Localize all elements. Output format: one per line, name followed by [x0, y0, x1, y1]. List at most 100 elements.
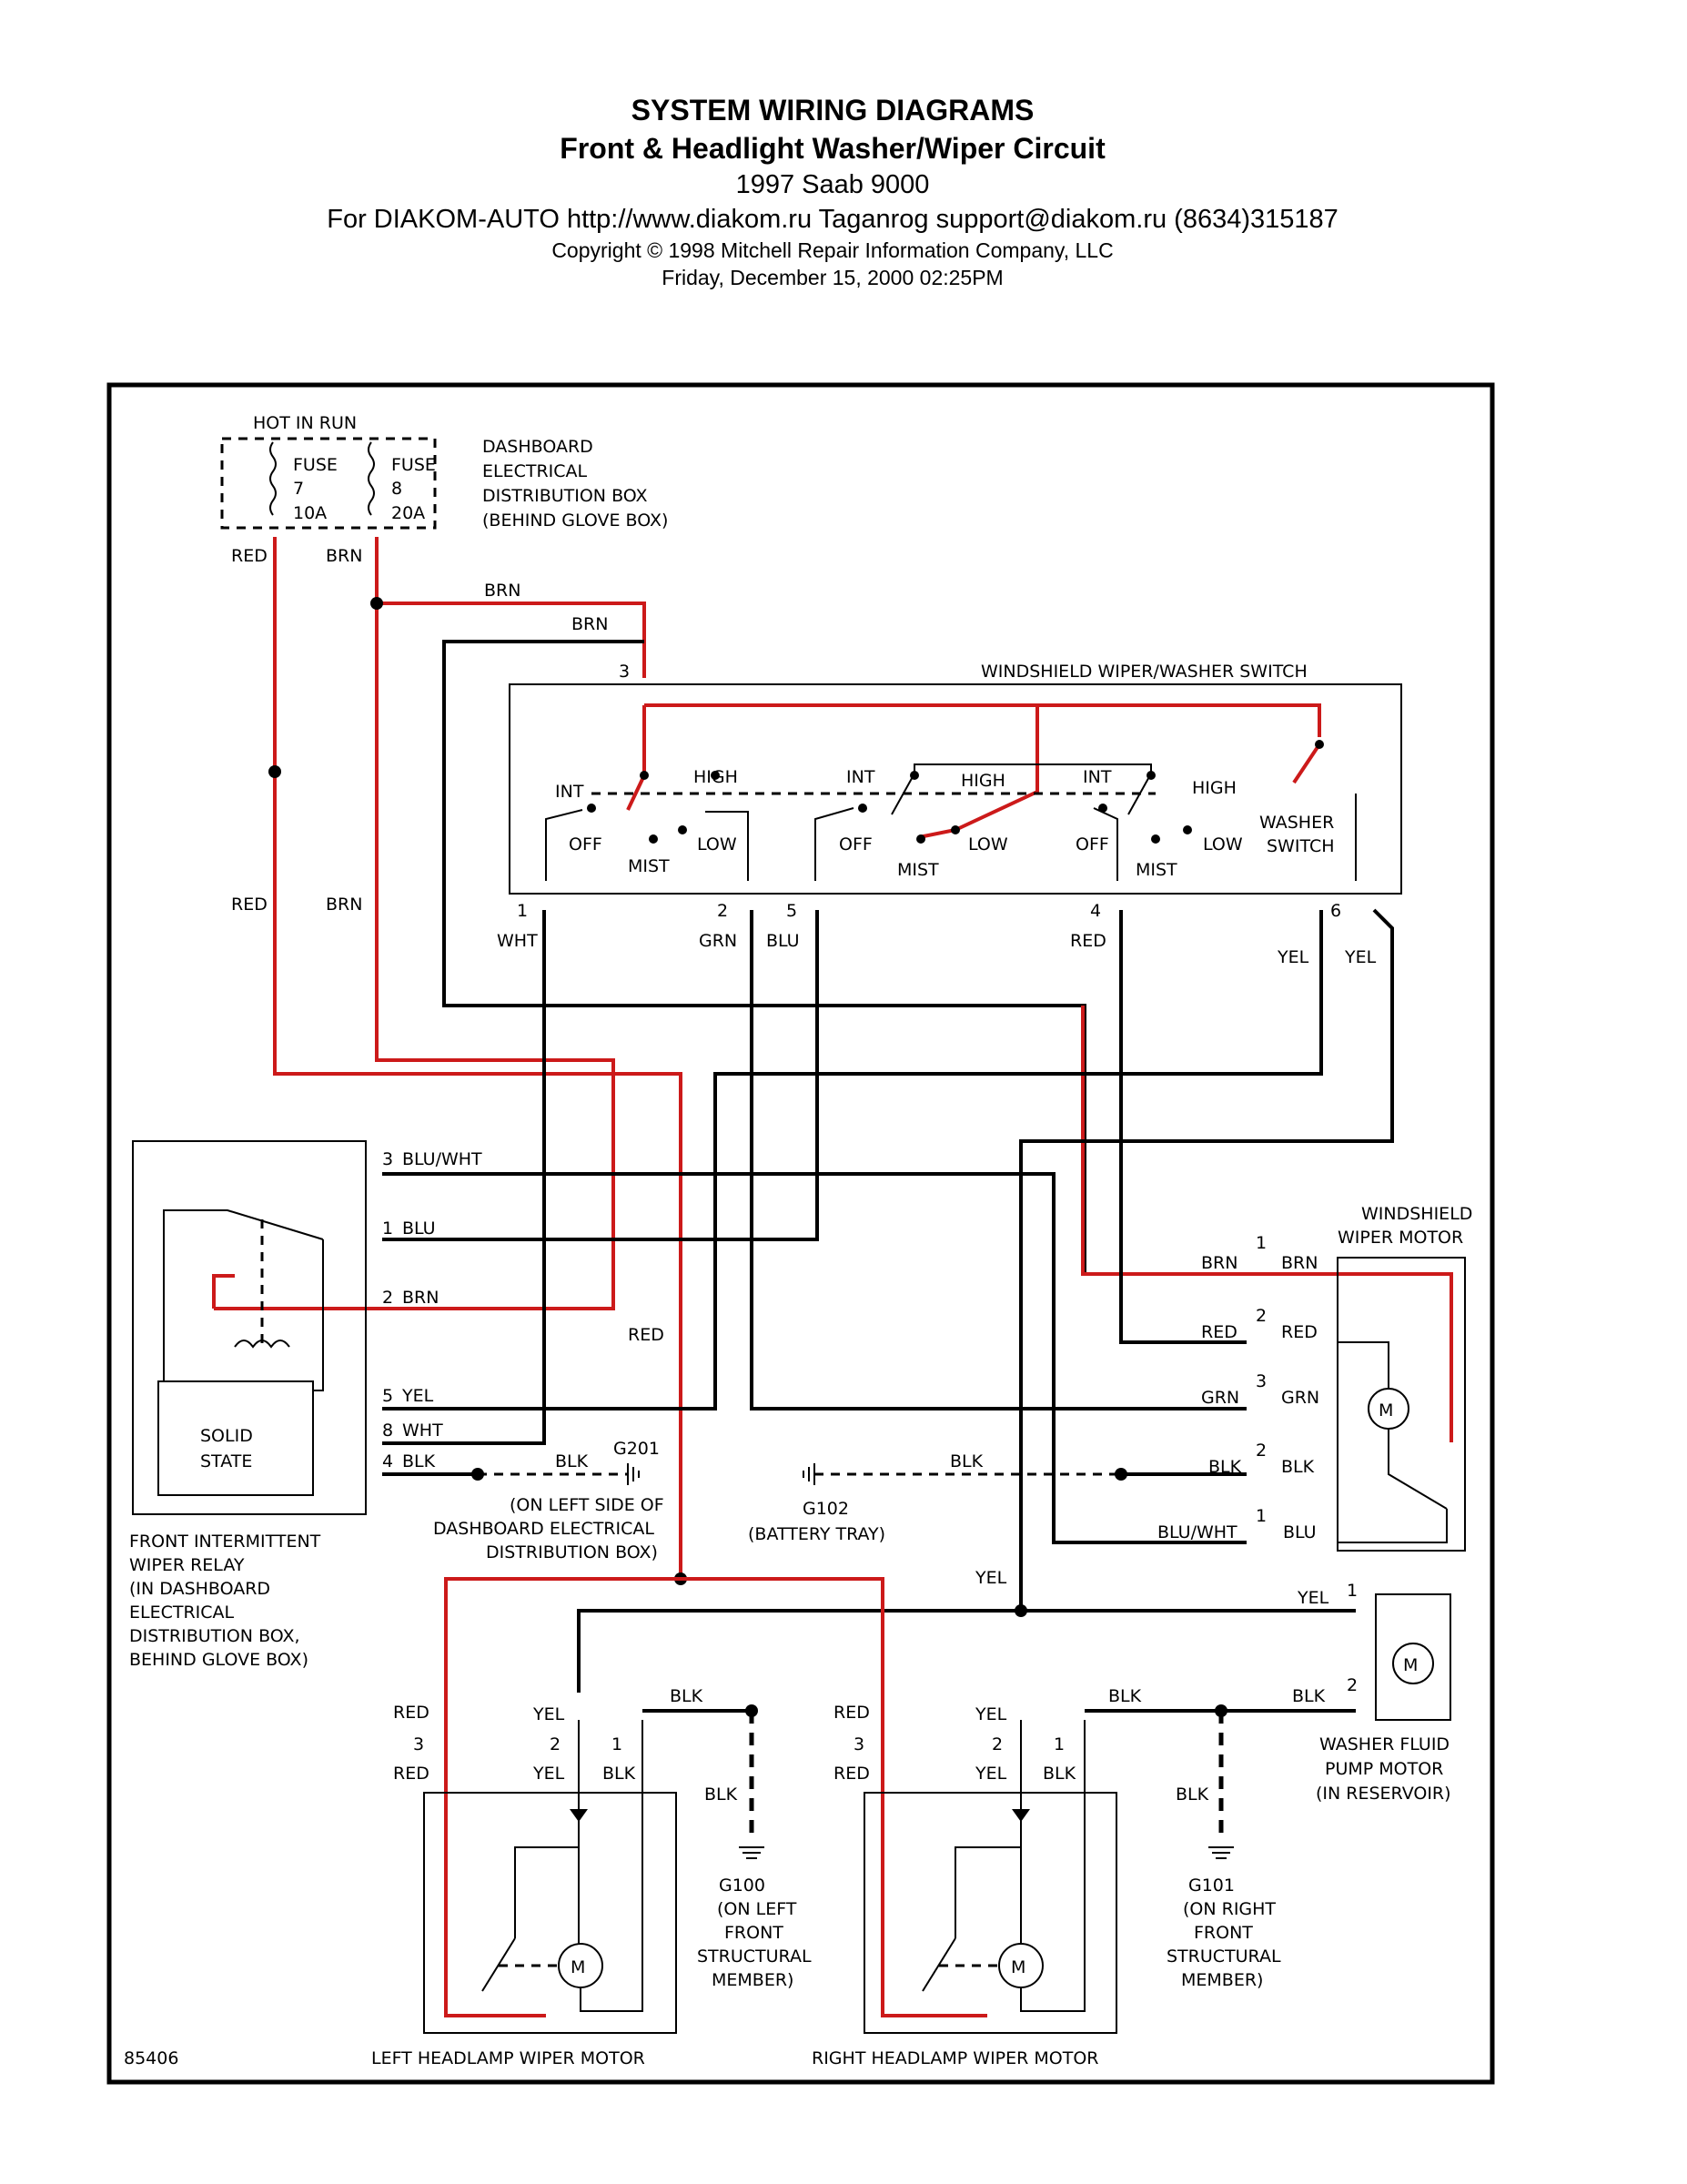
relay-pin-2: 2 [382, 1288, 393, 1308]
switch-contact-point [649, 834, 658, 844]
g102-splice [1115, 1468, 1127, 1481]
left-diode [570, 1809, 588, 1822]
lh-yel-bottom: YEL [532, 1764, 565, 1784]
switch-contact-point [1183, 825, 1192, 834]
yel-splice [1015, 1604, 1027, 1617]
lh-blk-wire: BLK [670, 1686, 703, 1706]
wm-blu-lead [1338, 1509, 1448, 1543]
g201-splice [471, 1468, 484, 1481]
wiper-washer-switch: WINDSHIELD WIPER/WASHER SWITCH 3 INT HIG… [497, 662, 1402, 967]
sw3-mist: MIST [1136, 860, 1177, 880]
solid-state-line2: STATE [200, 1451, 252, 1471]
left-park-lead [514, 1846, 579, 1938]
relay-contact [163, 1209, 324, 1381]
right-blk-lead [1020, 1720, 1086, 2012]
switch-pin-3: 3 [619, 662, 630, 682]
switch-link-top [914, 763, 1152, 774]
wm-pin-1: 1 [1256, 1233, 1267, 1253]
power-feed-wires: BRN BRN RED BRN [214, 537, 1453, 1579]
relay-brn-red [212, 1274, 235, 1309]
switch-box [509, 683, 1402, 895]
red-right-headlamp [681, 1577, 987, 2017]
switch-contact-point [910, 771, 919, 780]
g102-wire-blk: BLK [950, 1451, 984, 1471]
washer-switch-arm [1292, 743, 1321, 784]
wm-red-left: RED [1201, 1322, 1237, 1342]
pump-label3: (IN RESERVOIR) [1316, 1784, 1451, 1804]
lh-red-top: RED [393, 1703, 429, 1723]
g201-line1: (ON LEFT SIDE OF [510, 1495, 664, 1515]
relay-box [132, 1140, 367, 1515]
grn-wire [750, 910, 1247, 1410]
sw2-mist: MIST [897, 860, 939, 880]
g201-wire-blk: BLK [555, 1451, 589, 1471]
switch-contact-point [1315, 740, 1324, 749]
relay-wire-yel: YEL [401, 1386, 434, 1406]
pump-label2: PUMP MOTOR [1325, 1759, 1443, 1779]
relay-label-6: BEHIND GLOVE BOX) [129, 1650, 308, 1670]
relay-label-5: DISTRIBUTION BOX, [129, 1626, 300, 1646]
sw1-high: HIGH [693, 767, 738, 787]
wm-grn-right: GRN [1281, 1388, 1319, 1408]
left-headlamp-label: LEFT HEADLAMP WIPER MOTOR [371, 2048, 645, 2068]
rh-pin-3: 3 [854, 1734, 864, 1754]
g201-line3: DISTRIBUTION BOX) [486, 1542, 658, 1562]
rh-pin-1: 1 [1054, 1734, 1065, 1754]
sw1-off-lead [545, 809, 583, 881]
relay-label-4: ELECTRICAL [129, 1603, 235, 1623]
g102-line1: (BATTERY TRAY) [748, 1524, 885, 1544]
vehicle-label: 1997 Saab 9000 [735, 170, 930, 199]
g101-label: G101 [1188, 1876, 1235, 1896]
sw2-int: INT [846, 767, 875, 787]
switch-contact-point [951, 825, 960, 834]
wm-brn-right: BRN [1281, 1253, 1318, 1273]
dist-box-line1: DASHBOARD [482, 437, 593, 457]
wire-label-yel-b: YEL [1344, 947, 1377, 967]
switch-title: WINDSHIELD WIPER/WASHER SWITCH [981, 662, 1308, 682]
red-left-headlamp [444, 1577, 681, 2017]
relay-lead [313, 1239, 324, 1391]
relay-pin-4: 4 [382, 1451, 393, 1471]
windshield-motor-label2: WIPER MOTOR [1338, 1228, 1463, 1248]
g100-line2: FRONT [724, 1923, 783, 1943]
page-subtitle: Front & Headlight Washer/Wiper Circuit [560, 132, 1106, 165]
sw1-off: OFF [569, 834, 602, 854]
switch-contact-point [1151, 834, 1160, 844]
g100-label: G100 [719, 1876, 765, 1896]
wire-label-grn: GRN [699, 931, 737, 951]
windshield-motor-label1: WINDSHIELD [1361, 1204, 1472, 1224]
g101-line4: MEMBER) [1181, 1970, 1263, 1990]
fuse7-label: FUSE [293, 455, 338, 475]
left-blk-lead [580, 1720, 643, 2012]
pump-label1: WASHER FLUID [1319, 1734, 1450, 1754]
switch-arm-2 [918, 705, 1039, 839]
wire-label-wht: WHT [497, 931, 538, 951]
windshield-wiper-motor: WINDSHIELD WIPER MOTOR M BRN BRN 1 RED R… [748, 1204, 1472, 1552]
sw3-high: HIGH [1192, 778, 1237, 798]
sw1-int: INT [555, 782, 584, 802]
dist-box-line4: (BEHIND GLOVE BOX) [482, 511, 668, 531]
copyright-line: Copyright © 1998 Mitchell Repair Informa… [551, 238, 1114, 262]
figure-number: 85406 [124, 2048, 178, 2068]
fuse7-number: 7 [293, 479, 304, 499]
rh-red-top: RED [833, 1703, 870, 1723]
fuse-box-outline [220, 437, 437, 530]
relay-label-1: FRONT INTERMITTENT [129, 1532, 321, 1552]
diagram-header: SYSTEM WIRING DIAGRAMS Front & Headlight… [0, 91, 1665, 291]
left-motor-m: M [571, 1957, 585, 1977]
switch-contacts [587, 740, 1324, 844]
relay-pin-1: 1 [382, 1218, 393, 1239]
pump-motor-m: M [1403, 1655, 1418, 1675]
sw2-high: HIGH [961, 771, 1005, 791]
rh-pin-2: 2 [992, 1734, 1003, 1754]
g101-line2: FRONT [1194, 1923, 1253, 1943]
sw3-off: OFF [1076, 834, 1109, 854]
wm-park-arm [1388, 1429, 1448, 1510]
right-diode [1012, 1809, 1030, 1822]
rh-yel-top: YEL [975, 1704, 1007, 1724]
sw2-off-lead [814, 807, 854, 881]
switch-contact-point [711, 771, 720, 780]
solid-state-box [157, 1380, 314, 1496]
relay-coil [234, 1340, 290, 1349]
wire-label-red-relay: RED [628, 1325, 664, 1345]
